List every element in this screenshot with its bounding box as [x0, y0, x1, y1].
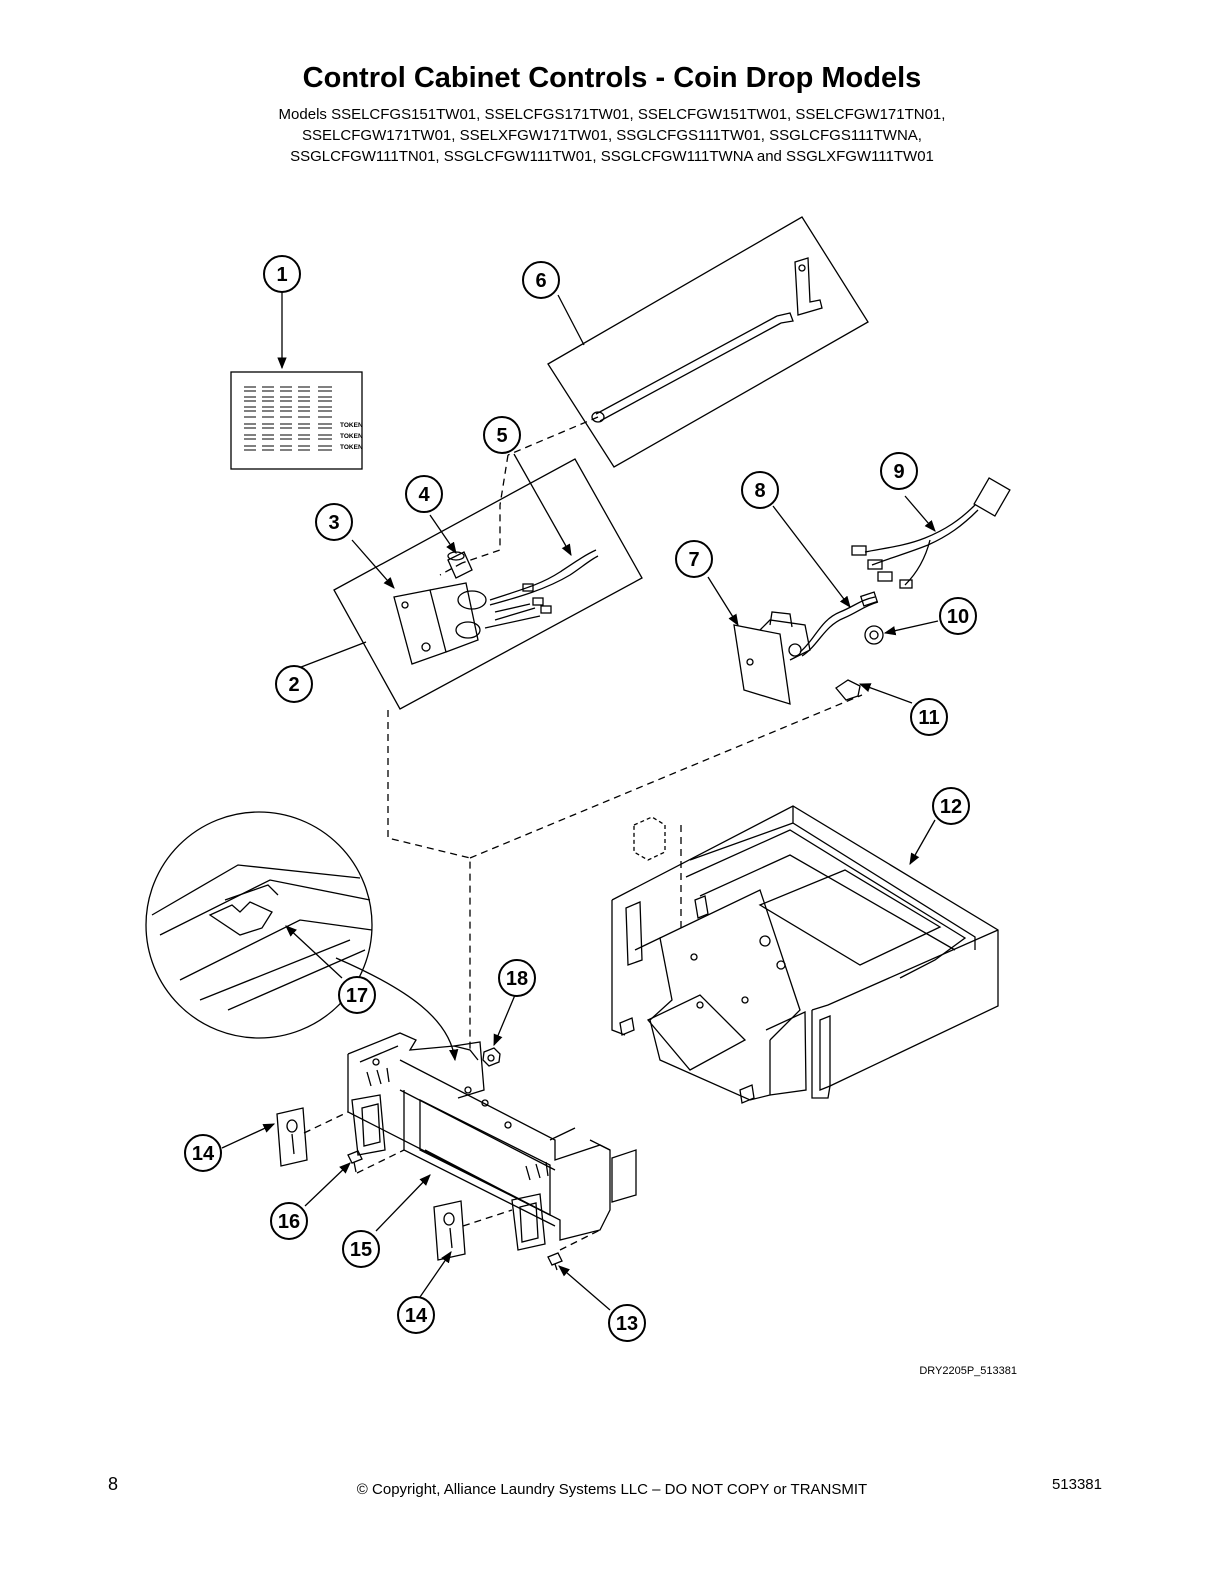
callout-4: 4 — [418, 484, 430, 506]
callout-5: 5 — [496, 425, 507, 447]
callout-13: 13 — [616, 1313, 638, 1335]
clip-11 — [835, 679, 861, 701]
plate-14-lower — [433, 1200, 466, 1261]
coin-drop-assembly-frame — [333, 458, 643, 710]
callout-17: 17 — [346, 985, 368, 1007]
callout-10: 10 — [947, 606, 969, 628]
page-title: Control Cabinet Controls - Coin Drop Mod… — [302, 62, 922, 94]
token-label: TOKEN — [340, 444, 363, 451]
callout-11: 11 — [918, 707, 939, 729]
callout-circles — [184, 255, 977, 1342]
cylinder-part — [447, 551, 473, 579]
model-list: Models SSELCFGS151TW01, SSELCFGS171TW01,… — [150, 104, 1074, 167]
callout-14-upper: 14 — [192, 1143, 215, 1165]
callout-2: 2 — [288, 674, 299, 696]
model-line: SSELCFGW171TW01, SSELXFGW171TW01, SSGLCF… — [302, 127, 922, 144]
screw-16 — [347, 1150, 363, 1173]
drawing-code: DRY2205P_513381 — [919, 1365, 1017, 1377]
copyright-notice: © Copyright, Alliance Laundry Systems LL… — [356, 1481, 868, 1498]
nut-18 — [482, 1047, 501, 1067]
page-number: 8 — [108, 1474, 119, 1494]
callout-1: 1 — [276, 264, 287, 286]
detail-circle — [145, 811, 373, 1039]
callout-7: 7 — [688, 549, 699, 571]
token-label: TOKEN — [340, 422, 363, 429]
callout-12: 12 — [940, 796, 962, 818]
rod-frame — [547, 216, 869, 468]
rod-part — [591, 257, 823, 423]
leader-line-6 — [557, 294, 585, 346]
callout-8: 8 — [754, 480, 765, 502]
grommet-10 — [864, 625, 884, 645]
callout-6: 6 — [535, 270, 546, 292]
callout-9: 9 — [893, 461, 904, 483]
token-label-card — [230, 371, 363, 470]
coin-drop-mechanism — [393, 549, 599, 665]
wire-harness-8 — [799, 591, 879, 657]
leader-lines — [221, 292, 939, 1311]
document-number: 513381 — [1051, 1476, 1102, 1493]
callout-15: 15 — [350, 1239, 372, 1261]
model-line: SSGLCFGW111TN01, SSGLCFGW111TW01, SSGLCF… — [290, 148, 934, 165]
assembly-guide-lines — [303, 416, 863, 1251]
bracket-assembly — [733, 611, 811, 705]
callout-18: 18 — [506, 968, 528, 990]
token-label: TOKEN — [340, 433, 363, 440]
wire-harness-9 — [851, 477, 1011, 589]
leader-line-2 — [295, 641, 367, 670]
callout-3: 3 — [328, 512, 339, 534]
model-line: Models SSELCFGS151TW01, SSELCFGS171TW01,… — [278, 106, 946, 123]
callout-16: 16 — [278, 1211, 300, 1233]
callout-14-lower: 14 — [405, 1305, 428, 1327]
control-cabinet — [611, 805, 999, 1104]
control-panel-frame — [347, 1032, 637, 1251]
callout-numbers: 1 2 3 4 5 6 7 8 9 10 11 12 13 14 14 15 1… — [192, 264, 969, 1335]
token-labels: TOKEN TOKEN TOKEN — [340, 422, 363, 451]
plate-14-upper — [276, 1107, 308, 1167]
screw-13 — [547, 1252, 563, 1271]
